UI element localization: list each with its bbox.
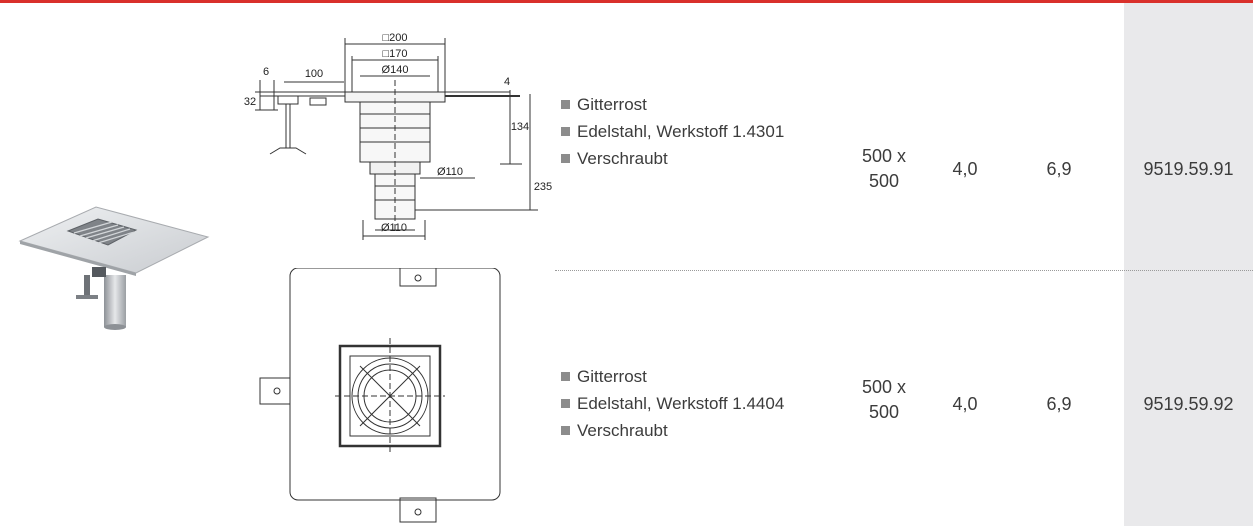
side-view-drawing: □200 □170 Ø140 6 100 32 4 134 Ø110 235 Ø…	[244, 32, 552, 240]
top-accent-rule	[0, 0, 1253, 3]
dimension-line-1: 500 x	[861, 377, 907, 397]
feature-item: Gitterrost	[561, 91, 784, 118]
dim-label-dia110-bottom: Ø110	[381, 222, 407, 234]
feature-item: Verschraubt	[561, 145, 784, 172]
feature-item: Verschraubt	[561, 417, 784, 444]
product-photo	[18, 206, 210, 330]
row-divider	[555, 270, 1253, 271]
dimension-line-2: 500	[868, 171, 900, 191]
dim-label-134: 134	[511, 121, 529, 133]
dim-label-100: 100	[305, 68, 323, 80]
dim-label-6: 6	[263, 66, 269, 78]
value2-row-1: 6,9	[1046, 159, 1072, 179]
dimension-row-2: 500 x 500	[844, 375, 924, 425]
article-number-row-1: 9519.59.91	[1143, 159, 1234, 179]
dim-label-sq170: □170	[383, 48, 408, 60]
dim-label-32: 32	[244, 96, 256, 108]
value1-row-2: 4,0	[952, 394, 978, 414]
dimension-row-1: 500 x 500	[844, 144, 924, 194]
feature-item: Gitterrost	[561, 363, 784, 390]
dim-label-235: 235	[534, 181, 552, 193]
feature-list-row-2: Gitterrost Edelstahl, Werkstoff 1.4404 V…	[561, 363, 784, 444]
dim-label-sq200: □200	[383, 32, 408, 44]
dim-label-dia140: Ø140	[382, 64, 409, 76]
dimension-line-2: 500	[868, 402, 900, 422]
dim-label-4: 4	[504, 76, 510, 88]
top-view-drawing	[259, 268, 501, 523]
feature-item: Edelstahl, Werkstoff 1.4301	[561, 118, 784, 145]
feature-list-row-1: Gitterrost Edelstahl, Werkstoff 1.4301 V…	[561, 91, 784, 172]
dim-label-dia110-side: Ø110	[437, 166, 463, 178]
article-number-column	[1124, 3, 1253, 526]
value2-row-2: 6,9	[1046, 394, 1072, 414]
value1-row-1: 4,0	[952, 159, 978, 179]
dimension-line-1: 500 x	[861, 146, 907, 166]
article-number-row-2: 9519.59.92	[1143, 394, 1234, 414]
feature-item: Edelstahl, Werkstoff 1.4404	[561, 390, 784, 417]
